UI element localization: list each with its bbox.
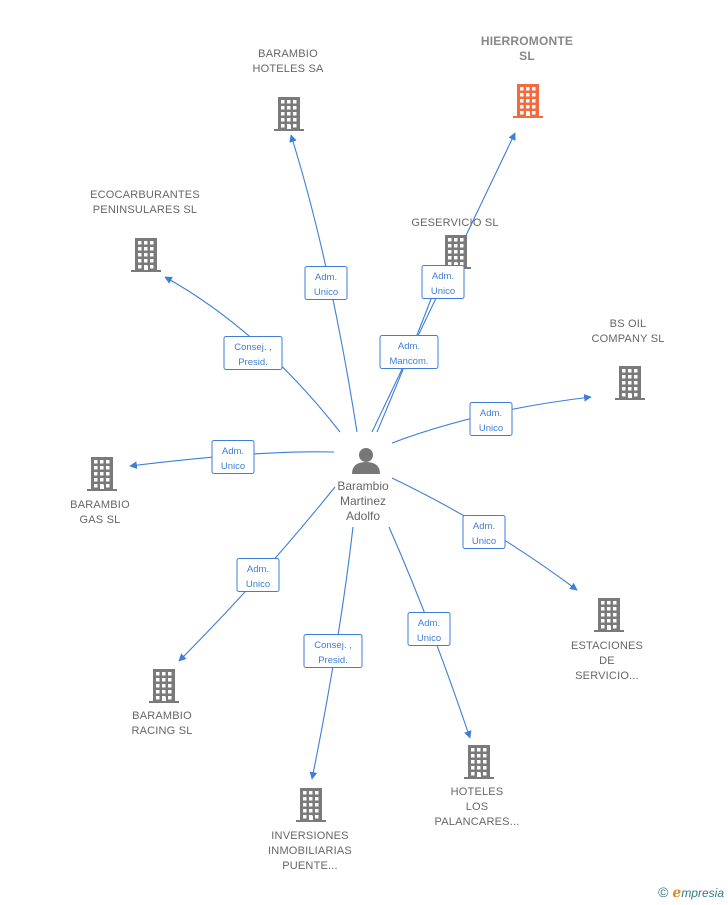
building-icon xyxy=(296,788,326,822)
edge-label-box xyxy=(303,634,363,668)
node-label-line: Martinez xyxy=(340,494,386,508)
node-label-line: PALANCARES... xyxy=(435,816,520,828)
edge-label-text: Mancom. xyxy=(389,356,428,367)
edge-label-box xyxy=(379,335,439,369)
node-label-line: BARAMBIO xyxy=(132,710,192,722)
node-label-line: GESERVICIO SL xyxy=(411,217,498,229)
edge-label-text: Presid. xyxy=(318,655,348,666)
edge-label-box xyxy=(211,440,255,474)
building-icon xyxy=(464,745,494,779)
node-label-line: INMOBILIARIAS xyxy=(268,845,352,857)
edge-label-text: Adm. xyxy=(222,446,244,457)
node-label-line: COMPANY SL xyxy=(591,333,664,345)
company-node-brac[interactable]: BARAMBIO RACING SL xyxy=(131,669,192,737)
node-label-line: HOTELES xyxy=(451,786,504,798)
edge-label-brac[interactable]: Adm. Unico xyxy=(236,558,280,592)
edge-label-hier[interactable]: Adm. Unico xyxy=(421,265,465,299)
building-icon xyxy=(513,84,543,118)
company-node-inv[interactable]: INVERSIONES INMOBILIARIAS PUENTE... xyxy=(268,788,352,872)
building-icon xyxy=(131,238,161,272)
edge-label-box xyxy=(304,266,348,300)
edge-label-text: Presid. xyxy=(238,357,268,368)
company-node-bhs[interactable]: BARAMBIO HOTELES SA xyxy=(252,48,324,131)
node-label-line: SERVICIO... xyxy=(575,670,639,682)
node-label-line: GAS SL xyxy=(80,514,121,526)
edge-label-text: Adm. xyxy=(247,564,269,575)
copyright-icon: © xyxy=(658,884,669,900)
edge-label-text: Adm. xyxy=(398,341,420,352)
brand-name: mpresia xyxy=(681,886,724,900)
edge-label-text: Adm. xyxy=(315,272,337,283)
node-label-line: DE xyxy=(599,655,615,667)
edge-label-box xyxy=(223,336,283,370)
edge-label-box xyxy=(421,265,465,299)
node-label-line: BS OIL xyxy=(610,318,647,330)
edge-label-inv[interactable]: Consej. , Presid. xyxy=(303,634,363,668)
company-node-ges[interactable]: GESERVICIO SL xyxy=(411,217,498,269)
node-label-line: ESTACIONES xyxy=(571,640,643,652)
edge-label-ges[interactable]: Adm. Mancom. xyxy=(379,335,439,369)
building-icon xyxy=(274,97,304,131)
building-icon xyxy=(594,598,624,632)
node-label-line: SL xyxy=(519,49,535,63)
building-icon xyxy=(149,669,179,703)
edge-label-box xyxy=(236,558,280,592)
company-node-hot[interactable]: HOTELES LOS PALANCARES... xyxy=(435,745,520,828)
edge-label-box xyxy=(469,402,513,436)
edge-label-hot[interactable]: Adm. Unico xyxy=(407,612,451,646)
person-icon xyxy=(352,448,380,474)
node-label-line: BARAMBIO xyxy=(70,499,130,511)
building-icon xyxy=(87,457,117,491)
node-label-line: BARAMBIO xyxy=(258,48,318,60)
edge-label-box xyxy=(462,515,506,549)
edge-label-text: Unico xyxy=(221,461,245,472)
node-label-line: PENINSULARES SL xyxy=(93,204,197,216)
edge-label-est[interactable]: Adm. Unico xyxy=(462,515,506,549)
edge-label-text: Unico xyxy=(314,287,338,298)
edge-label-text: Adm. xyxy=(432,271,454,282)
building-icon xyxy=(441,235,471,269)
edge-label-eco[interactable]: Consej. , Presid. xyxy=(223,336,283,370)
building-icon xyxy=(615,366,645,400)
edge-label-text: Unico xyxy=(431,286,455,297)
company-node-eco[interactable]: ECOCARBURANTES PENINSULARES SL xyxy=(90,189,200,272)
edge-label-text: Adm. xyxy=(473,521,495,532)
node-label-line: LOS xyxy=(466,801,489,813)
edge-label-text: Unico xyxy=(246,579,270,590)
node-label-line: PUENTE... xyxy=(282,860,338,872)
empresia-brand[interactable]: ©ℯmpresia xyxy=(658,884,724,901)
edge-label-text: Consej. , xyxy=(234,342,272,353)
edge-label-text: Unico xyxy=(472,536,496,547)
edge-label-bsoil[interactable]: Adm. Unico xyxy=(469,402,513,436)
node-label-line: RACING SL xyxy=(131,725,192,737)
node-label-line: ECOCARBURANTES xyxy=(90,189,200,201)
node-label-line: Adolfo xyxy=(346,509,380,523)
edge-label-box xyxy=(407,612,451,646)
edge-label-bhs[interactable]: Adm. Unico xyxy=(304,266,348,300)
company-node-bgas[interactable]: BARAMBIO GAS SL xyxy=(70,457,130,526)
node-label-line: HIERROMONTE xyxy=(481,34,573,48)
node-label-line: HOTELES SA xyxy=(252,63,324,75)
edge-label-text: Unico xyxy=(479,423,503,434)
node-label-line: Barambio xyxy=(337,479,389,493)
brand-initial: ℯ xyxy=(672,884,682,900)
edge-label-text: Unico xyxy=(417,633,441,644)
company-node-est[interactable]: ESTACIONES DE SERVICIO... xyxy=(571,598,643,682)
edge-label-bgas[interactable]: Adm. Unico xyxy=(211,440,255,474)
company-node-bsoil[interactable]: BS OIL COMPANY SL xyxy=(591,318,664,400)
node-label-line: INVERSIONES xyxy=(271,830,348,842)
edge-label-text: Adm. xyxy=(418,618,440,629)
edge-label-text: Consej. , xyxy=(314,640,352,651)
edge-label-text: Adm. xyxy=(480,408,502,419)
